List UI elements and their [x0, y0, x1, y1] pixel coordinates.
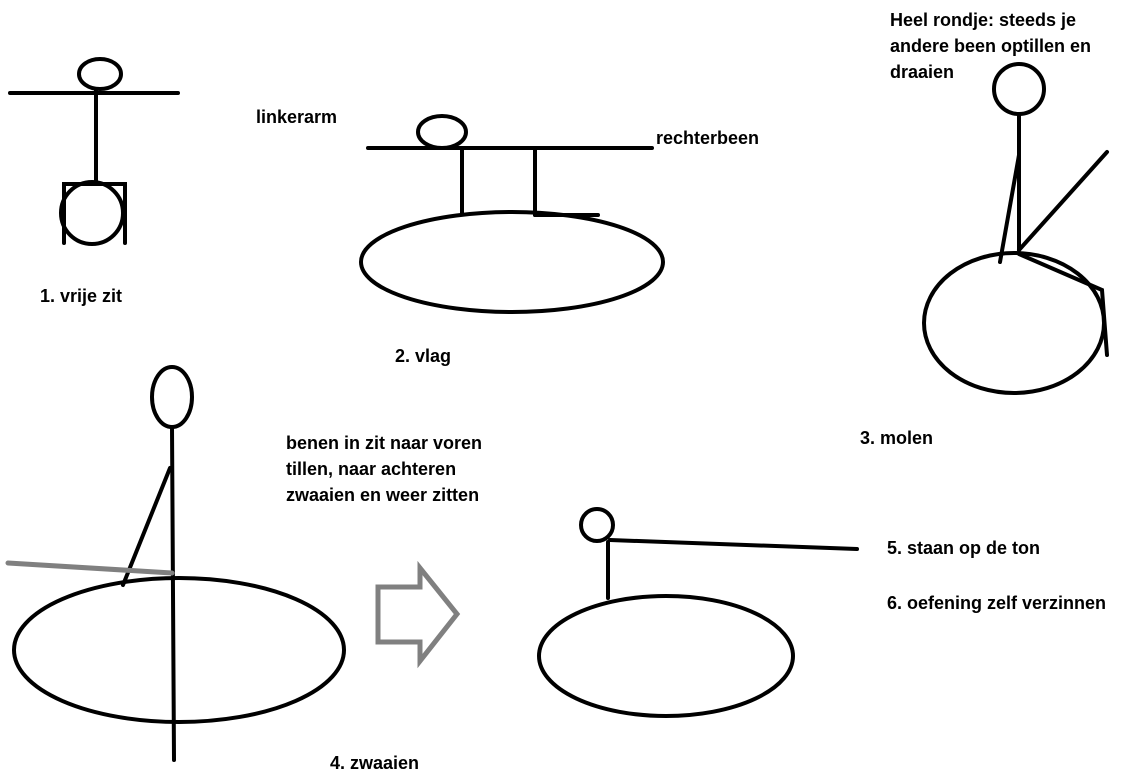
note-line: andere been optillen en: [890, 36, 1092, 56]
note-line: zwaaien en weer zitten: [286, 485, 480, 505]
figure-molen: [922, 62, 1109, 395]
label-staan: 5. staan op de ton: [887, 538, 1041, 558]
label-vlag: 2. vlag: [395, 346, 452, 366]
figure-staan: [537, 507, 859, 718]
note-line: draaien: [890, 62, 955, 82]
label-rechterbeen: rechterbeen: [656, 128, 760, 148]
legs-outline: [62, 182, 127, 245]
label-zelf: 6. oefening zelf verzinnen: [887, 593, 1107, 613]
barrel-edge: [1017, 252, 1109, 357]
leg-left: [998, 153, 1021, 264]
note-line: tillen, naar achteren: [286, 459, 457, 479]
right-arrow-icon: [375, 560, 461, 669]
label-molen: 3. molen: [860, 428, 934, 448]
head: [416, 114, 468, 150]
label-vrije-zit: 1. vrije zit: [40, 286, 123, 306]
figure-zwaaien: [5, 365, 346, 762]
head: [579, 507, 615, 543]
body-line: [170, 425, 176, 762]
note-zwaaien: benen in zit naar voren tillen, naar ach…: [286, 430, 482, 508]
figure-vlag: [359, 114, 665, 314]
head: [150, 365, 194, 429]
note-line: Heel rondje: steeds je: [890, 10, 1077, 30]
label-linkerarm: linkerarm: [256, 107, 338, 127]
leg-raised: [1017, 150, 1109, 252]
note-line: benen in zit naar voren: [286, 433, 483, 453]
figure-vrije-zit: [8, 57, 180, 246]
barrel: [59, 180, 125, 246]
arm: [121, 466, 172, 587]
barrel: [12, 576, 346, 724]
barrel: [922, 251, 1106, 395]
head: [77, 57, 123, 91]
swinging-legs: [5, 560, 175, 576]
body-line: [608, 538, 859, 551]
label-zwaaien: 4. zwaaien: [330, 753, 420, 773]
barrel: [359, 210, 665, 314]
barrel: [537, 594, 795, 718]
note-molen: Heel rondje: steeds je andere been optil…: [890, 7, 1091, 85]
